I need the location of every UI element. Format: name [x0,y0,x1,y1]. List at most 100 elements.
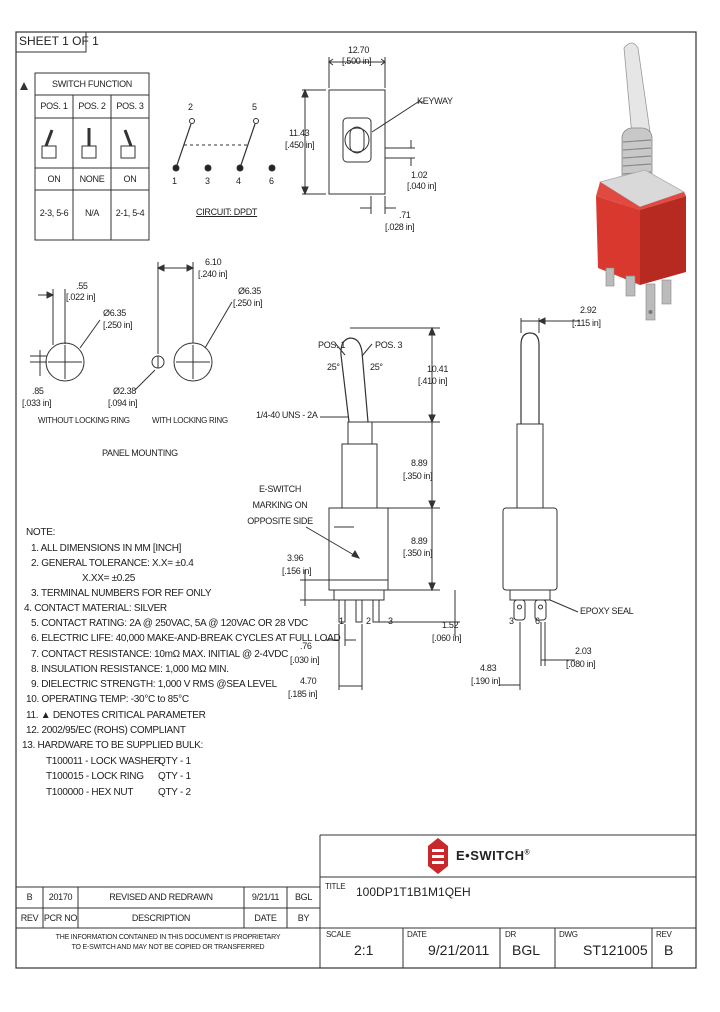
panel-hole-in: [.094 in] [108,398,138,408]
body-in: [.350 in] [403,548,433,558]
proprietary-line-2: TO E-SWITCH AND MAY NOT BE COPIED OR TRA… [71,944,265,951]
note-12: 12. 2002/95/EC (ROHS) COMPLIANT [26,725,186,736]
panel-hole-mm: Ø2.38 [113,386,137,396]
end-lever-mm: 2.92 [580,305,597,315]
side-angle2: 25° [370,362,383,372]
end-pin-6: 6 [535,616,540,626]
circuit-terminal-5: 5 [252,102,257,112]
circuit-terminal-2: 2 [188,102,193,112]
title-label: TITLE [325,882,346,891]
keyway-mm: 1.02 [411,170,428,180]
note-11: 11. ▲ DENOTES CRITICAL PARAMETER [26,710,206,721]
keyway-label: KEYWAY [417,96,453,106]
panel-width-mm: 6.10 [205,257,222,267]
scale-value: 2:1 [354,942,374,958]
circuit-terminal-3: 3 [205,176,210,186]
state-pos-2: NONE [79,174,105,184]
dwg-label: DWG [559,930,578,939]
panel-dia1-in: [.250 in] [103,320,133,330]
top-width-mm: 12.70 [348,45,370,55]
panel-dia1-mm: Ø6.35 [103,308,127,318]
rev-value: B [664,942,674,958]
description-cell: REVISED AND REDRAWN [109,892,213,902]
thread-spec: 1/4-40 UNS - 2A [256,410,318,420]
hardware-qty-3: QTY - 2 [158,787,191,798]
panel-dia2-in: [.250 in] [233,298,263,308]
note-9: 9. DIELECTRIC STRENGTH: 1,000 V RMS @SEA… [31,679,277,690]
date-cell: 9/21/11 [251,892,280,902]
circuit-label: CIRCUIT: DPDT [196,207,258,217]
note-3: 3. TERMINAL NUMBERS FOR REF ONLY [31,588,212,599]
dwg-value: ST121005 [583,942,648,958]
title-block [16,834,696,968]
end-pin-3: 3 [509,616,514,626]
term-mm: 3.96 [287,553,304,563]
side-pin-2: 2 [366,616,371,626]
lever-in: [.410 in] [418,376,448,386]
marking-line-3: OPPOSITE SIDE [247,516,313,526]
bushing-mm: 8.89 [411,458,428,468]
date-value: 9/21/2011 [428,942,490,958]
note-5: 5. CONTACT RATING: 2A @ 250VAC, 5A @ 120… [31,618,308,629]
date-header: DATE [254,913,277,923]
state-pos-3: ON [123,174,137,184]
end-view [500,317,580,690]
panel-dia2-mm: Ø6.35 [238,286,262,296]
date-label: DATE [407,930,427,939]
hardware-qty-1: QTY - 1 [158,756,191,767]
marking-line-2: MARKING ON [252,500,308,510]
scale-label: SCALE [326,930,351,939]
switch-function-table [34,72,150,241]
top-height-mm: 11.43 [289,128,310,138]
pitch-in: [.185 in] [288,689,318,699]
top-height-in: [.450 in] [285,140,315,150]
rev-cell: B [26,892,33,902]
pos-1-header: POS. 1 [40,101,68,111]
keyway-in: [.040 in] [407,181,437,191]
body-mm: 8.89 [411,536,428,546]
note-4: 4. CONTACT MATERIAL: SILVER [24,603,167,614]
hardware-qty-2: QTY - 1 [158,771,191,782]
note-header: NOTE: [26,527,56,538]
pcr-header: PCR NO [43,913,78,923]
circuit-terminal-1: 1 [172,176,177,186]
brand-name: E•SWITCH® [456,848,531,863]
panel-width-in: [.240 in] [198,269,228,279]
side-pin-1: 1 [339,616,344,626]
side-pin-3: 3 [388,616,393,626]
marking-line-1: E-SWITCH [258,484,302,494]
panel-small-in: [.033 in] [22,398,52,408]
note-8: 8. INSULATION RESISTANCE: 1,000 MΩ MIN. [31,664,229,675]
connection-pos-2: N/A [84,208,100,218]
pin-w-in: [.030 in] [290,655,320,665]
connection-pos-1: 2-3, 5-6 [39,208,69,218]
panel-keyway-in: [.022 in] [66,292,96,302]
dr-label: DR [505,930,516,939]
dr-value: BGL [512,942,541,958]
by-header: BY [297,913,310,923]
connection-pos-3: 2-1, 5-4 [115,208,145,218]
end-pitch-mm: 2.03 [575,646,592,656]
end-pitch-in: [.080 in] [566,659,596,669]
top-width-in: [.500 in] [342,56,372,66]
by-cell: BGL [294,892,313,902]
note-2: 2. GENERAL TOLERANCE: X.X= ±0.4 [31,558,194,569]
term-in: [.156 in] [282,566,312,576]
without-ring-label: WITHOUT LOCKING RING [38,416,130,425]
pos-3-header: POS. 3 [116,101,144,111]
note-13: 13. HARDWARE TO BE SUPPLIED BULK: [22,740,204,751]
circuit-terminal-6: 6 [269,176,274,186]
side-pos1: POS. 1 [318,340,346,350]
note-6: 6. ELECTRIC LIFE: 40,000 MAKE-AND-BREAK … [31,633,341,644]
sheet-label: SHEET 1 OF 1 [19,34,99,48]
proprietary-line-1: THE INFORMATION CONTAINED IN THIS DOCUME… [55,934,281,941]
end-width-in: [.190 in] [471,676,501,686]
top-offset-mm: .71 [399,210,411,220]
side-view [300,326,460,690]
bushing-in: [.350 in] [403,471,433,481]
description-header: DESCRIPTION [131,913,191,923]
top-view [301,57,424,214]
